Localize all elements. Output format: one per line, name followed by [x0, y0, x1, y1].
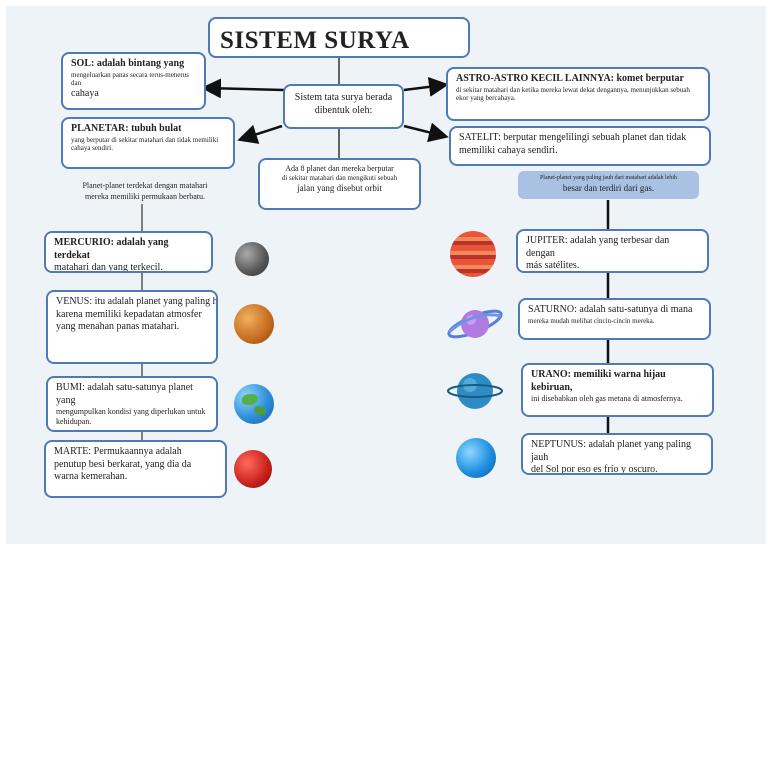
- mercurio-head: MERCURIO: adalah yang terdekat: [54, 237, 169, 261]
- bumi-head: BUMI: adalah satu-satunya planet yang: [56, 382, 193, 406]
- planet-box-jupiter: JUPITER: adalah yang terbesar dan dengan…: [516, 229, 709, 273]
- neptunus-body: del Sol por eso es frío y oscuro.: [531, 464, 658, 475]
- jupiter-head: JUPITER: adalah yang terbesar dan dengan: [526, 235, 670, 259]
- astro-box: ASTRO-ASTRO KECIL LAINNYA: komet berputa…: [446, 67, 710, 121]
- planetar-body: yang berputar di sekitar matahari dan ti…: [71, 135, 219, 153]
- outer-note-line2: besar dan terdiri dari gas.: [562, 183, 655, 194]
- saturno-body: mereka mudah melihat cincin-cincin merek…: [528, 316, 655, 325]
- sol-head: SOL: adalah bintang yang: [71, 58, 185, 69]
- arrow-to-sol: [201, 78, 285, 99]
- center-line1: Sistem tata surya berada: [294, 92, 393, 103]
- bumi-continent2-icon: [254, 406, 266, 415]
- diagram-canvas: SISTEM SURYA Sistem tata surya berada di…: [6, 6, 766, 544]
- sol-body: mengeluarkan panas secara terus-menerus …: [71, 70, 189, 88]
- title-box: SISTEM SURYA: [208, 17, 470, 58]
- bumi-continent-icon: [242, 394, 258, 405]
- satelit-box: SATELIT: berputar mengelilingi sebuah pl…: [449, 126, 711, 166]
- outer-note-line1: Planet-planet yang paling jauh dari mata…: [539, 175, 678, 181]
- planetar-head: PLANETAR: tubuh bulat: [71, 123, 182, 134]
- marte-icon: [234, 450, 272, 488]
- inner-note-line2: mereka memiliki permukaan berbatu.: [85, 191, 205, 201]
- center-box: Sistem tata surya berada dibentuk oleh:: [283, 84, 404, 129]
- venus-icon: [234, 304, 274, 344]
- jupiter-icon: [450, 231, 496, 277]
- urano-icon: [447, 373, 503, 409]
- planet-box-neptunus: NEPTUNUS: adalah planet yang paling jauh…: [521, 433, 713, 475]
- planet-box-saturno: SATURNO: adalah satu-satunya di mana mer…: [518, 298, 711, 340]
- venus-body: karena memiliki kepadatan atmosfer yang …: [56, 308, 202, 333]
- planet-box-urano: URANO: memiliki warna hijau kebiruan, in…: [521, 363, 714, 417]
- page-title: SISTEM SURYA: [220, 27, 410, 54]
- outer-planets-note: Planet-planet yang paling jauh dari mata…: [518, 171, 699, 199]
- venus-head: VENUS: itu adalah planet yang paling han…: [56, 296, 218, 307]
- arrow-to-astro: [403, 76, 449, 97]
- orbit-line1: Ada 8 planet dan mereka berputar: [285, 164, 394, 173]
- orbit-line3: jalan yang disebut orbit: [297, 182, 382, 193]
- planet-box-bumi: BUMI: adalah satu-satunya planet yang me…: [46, 376, 218, 432]
- planet-box-venus: VENUS: itu adalah planet yang paling han…: [46, 290, 218, 364]
- inner-planets-note: Planet-planet terdekat dengan matahari m…: [62, 181, 228, 203]
- sol-box: SOL: adalah bintang yang mengeluarkan pa…: [61, 52, 206, 110]
- jupiter-body: más satélites.: [526, 260, 580, 271]
- planet-box-marte: MARTE: Permukaannya adalah penutup besi …: [44, 440, 227, 498]
- saturno-icon: [447, 309, 503, 339]
- orbit-line2: di sekitar matahari dan mengikuti sebuah: [281, 174, 398, 182]
- neptunus-head: NEPTUNUS: adalah planet yang paling jauh: [531, 439, 691, 463]
- astro-body: di sekitar matahari dan ketika mereka le…: [456, 85, 690, 103]
- bumi-icon: [234, 384, 274, 424]
- mercurio-body: matahari dan yang terkecil.: [54, 262, 163, 273]
- astro-head: ASTRO-ASTRO KECIL LAINNYA: komet berputa…: [456, 73, 684, 84]
- inner-note-line1: Planet-planet terdekat dengan matahari: [82, 181, 208, 190]
- bumi-body: mengumpulkan kondisi yang diperlukan unt…: [56, 407, 206, 426]
- saturno-head: SATURNO: adalah satu-satunya di mana: [528, 304, 693, 315]
- planet-box-mercurio: MERCURIO: adalah yang terdekat matahari …: [44, 231, 213, 273]
- marte-head: MARTE: Permukaannya adalah: [54, 446, 182, 457]
- marte-body: penutup besi berkarat, yang dia da warna…: [54, 458, 192, 483]
- orbit-box: Ada 8 planet dan mereka berputar di seki…: [258, 158, 421, 210]
- neptunus-icon: [456, 438, 496, 478]
- urano-head: URANO: memiliki warna hijau kebiruan,: [531, 369, 666, 393]
- center-line2: dibentuk oleh:: [314, 104, 373, 116]
- mercurio-icon: [235, 242, 269, 276]
- sol-tail: cahaya: [71, 88, 99, 99]
- arrow-to-planetar: [237, 124, 283, 144]
- satelit-text: SATELIT: berputar mengelilingi sebuah pl…: [459, 132, 687, 156]
- arrow-to-satelit: [403, 122, 449, 143]
- planetar-box: PLANETAR: tubuh bulat yang berputar di s…: [61, 117, 235, 169]
- urano-body: ini disebabkan oleh gas metana di atmosf…: [531, 394, 683, 403]
